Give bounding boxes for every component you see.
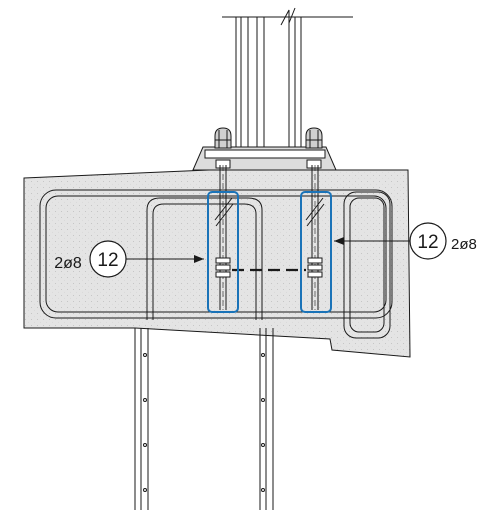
callout-left-number: 12 xyxy=(97,250,118,271)
callout-left: 2ø8 12 xyxy=(54,240,204,278)
anchor-bolts xyxy=(214,165,325,310)
callout-left-spec: 2ø8 xyxy=(54,255,82,272)
column-stirrup-inner xyxy=(152,203,257,320)
callout-right-arrowhead xyxy=(334,237,344,245)
lower-column xyxy=(134,328,274,510)
callout-right-number: 12 xyxy=(417,232,438,253)
callout-right-circle xyxy=(409,222,447,260)
highlight-box-left xyxy=(207,191,239,313)
end-stirrup-inner xyxy=(349,197,385,333)
main-stirrup-outer xyxy=(39,189,393,319)
callout-left-arrowhead xyxy=(194,255,204,263)
callout-right: 12 2ø8 xyxy=(334,222,477,260)
callout-right-spec: 2ø8 xyxy=(451,236,477,253)
base-plate xyxy=(204,149,326,159)
rebar-highlights xyxy=(207,191,332,313)
break-symbol xyxy=(280,7,296,26)
column-stirrup-outer xyxy=(146,197,263,320)
anchor-nut-right xyxy=(305,127,323,149)
highlight-box-right xyxy=(300,191,332,313)
reinforcement-cage xyxy=(39,189,393,339)
end-stirrup-outer xyxy=(343,191,391,339)
upper-steel-column xyxy=(222,7,353,150)
anchor-nut-left xyxy=(214,127,232,149)
